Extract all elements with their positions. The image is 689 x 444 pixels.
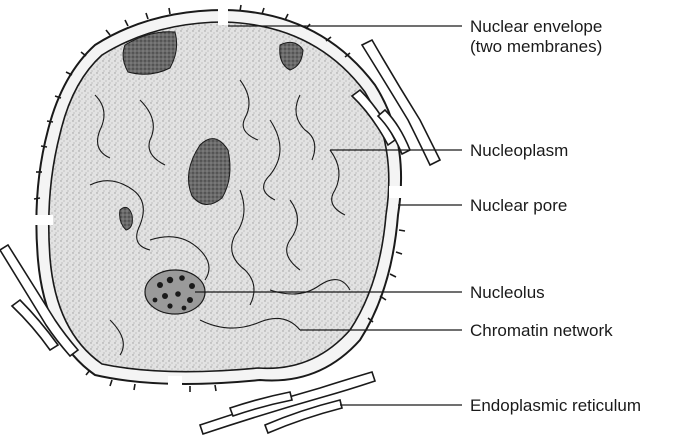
label-nucleoplasm: Nucleoplasm (470, 141, 568, 160)
label-nuclear-pore: Nuclear pore (470, 196, 567, 215)
label-nuclear-envelope-sub: (two membranes) (470, 37, 602, 56)
label-nuclear-envelope: Nuclear envelope (470, 17, 602, 36)
label-endoplasmic-reticulum: Endoplasmic reticulum (470, 396, 641, 415)
label-nucleolus: Nucleolus (470, 283, 545, 302)
label-chromatin-network: Chromatin network (470, 321, 613, 340)
